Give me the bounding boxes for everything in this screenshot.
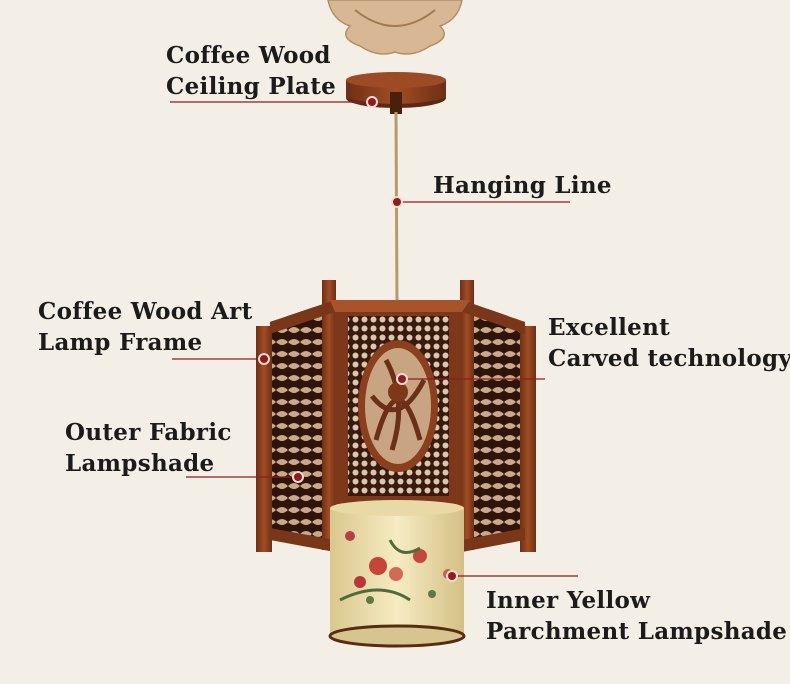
- outer-shade-label-line2: Lampshade: [65, 450, 215, 477]
- lamp-frame-dot: [258, 353, 270, 365]
- ceiling-plate-label: Coffee Wood Ceiling Plate: [166, 40, 336, 102]
- outer-shade-label-line1: Outer Fabric: [65, 419, 232, 446]
- ceiling-plate-label-line1: Coffee Wood: [166, 42, 331, 69]
- ceiling-plate-dot: [366, 96, 378, 108]
- lamp-frame: [256, 280, 536, 552]
- lamp-frame-label-line2: Lamp Frame: [38, 329, 203, 356]
- hanging-line-label: Hanging Line: [433, 170, 612, 201]
- carved-label: Excellent Carved technology: [548, 312, 790, 374]
- parchment-shade: [328, 500, 466, 648]
- inner-shade-label: Inner Yellow Parchment Lampshade: [486, 585, 787, 647]
- lamp-frame-label-line1: Coffee Wood Art: [38, 298, 253, 325]
- ceiling-plate: [346, 72, 446, 114]
- inner-shade-label-line2: Parchment Lampshade: [486, 618, 788, 645]
- leader-lines: [170, 101, 578, 577]
- inner-shade-dot: [446, 570, 458, 582]
- ceiling-plate-label-line2: Ceiling Plate: [166, 73, 337, 100]
- hanging-line-label-line1: Hanging Line: [433, 172, 612, 199]
- carved-label-line2: Carved technology: [548, 345, 790, 372]
- hanging-line-dot: [391, 196, 403, 208]
- ceiling-ornament: [327, 0, 463, 55]
- carved-label-line1: Excellent: [548, 314, 671, 341]
- callout-dots: [258, 96, 458, 582]
- inner-shade-label-line1: Inner Yellow: [486, 587, 651, 614]
- lamp-frame-label: Coffee Wood Art Lamp Frame: [38, 296, 253, 358]
- outer-shade-label: Outer Fabric Lampshade: [65, 417, 232, 479]
- carved-dot: [396, 373, 408, 385]
- outer-shade-dot: [292, 471, 304, 483]
- hanging-cord: [394, 111, 399, 306]
